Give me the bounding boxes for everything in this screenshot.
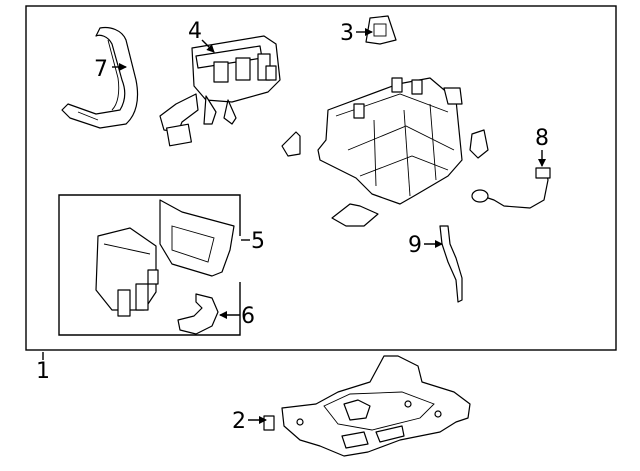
clip-left (281, 131, 301, 157)
clip-right (469, 129, 489, 159)
part-5-assembly (95, 199, 235, 317)
part-7-pipe (61, 26, 139, 129)
part-3-bracket (365, 15, 397, 45)
clip-bottom (331, 203, 379, 227)
callout-7: 7 (94, 57, 108, 82)
part-8-cable (471, 167, 551, 209)
leader-4 (201, 39, 215, 53)
part-9-wire (439, 225, 463, 303)
callout-5: 5 (251, 229, 265, 254)
callout-2: 2 (232, 409, 246, 434)
part-4-module (159, 35, 281, 147)
callout-6: 6 (241, 304, 255, 329)
part-2-plate (263, 355, 471, 457)
callout-1: 1 (36, 359, 50, 384)
subassembly-box (58, 194, 241, 336)
assembly-frame (25, 5, 617, 351)
callout-8: 8 (535, 126, 549, 151)
part-1-housing (317, 77, 463, 205)
callout-4: 4 (188, 19, 202, 44)
callout-3: 3 (340, 21, 354, 46)
callout-9: 9 (408, 233, 422, 258)
part-6-hose (177, 293, 219, 335)
